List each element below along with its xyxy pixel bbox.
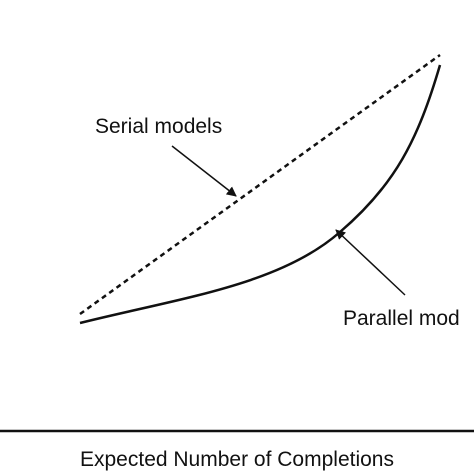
serial-models-label: Serial models <box>95 115 222 138</box>
serial-pointer-arrow <box>171 145 237 197</box>
x-axis-title: Expected Number of Completions <box>80 448 394 471</box>
parallel-pointer-arrow <box>335 229 406 296</box>
serial-models-line <box>79 53 441 316</box>
parallel-models-curve <box>79 64 442 325</box>
parallel-models-label: Parallel mod <box>343 307 460 330</box>
